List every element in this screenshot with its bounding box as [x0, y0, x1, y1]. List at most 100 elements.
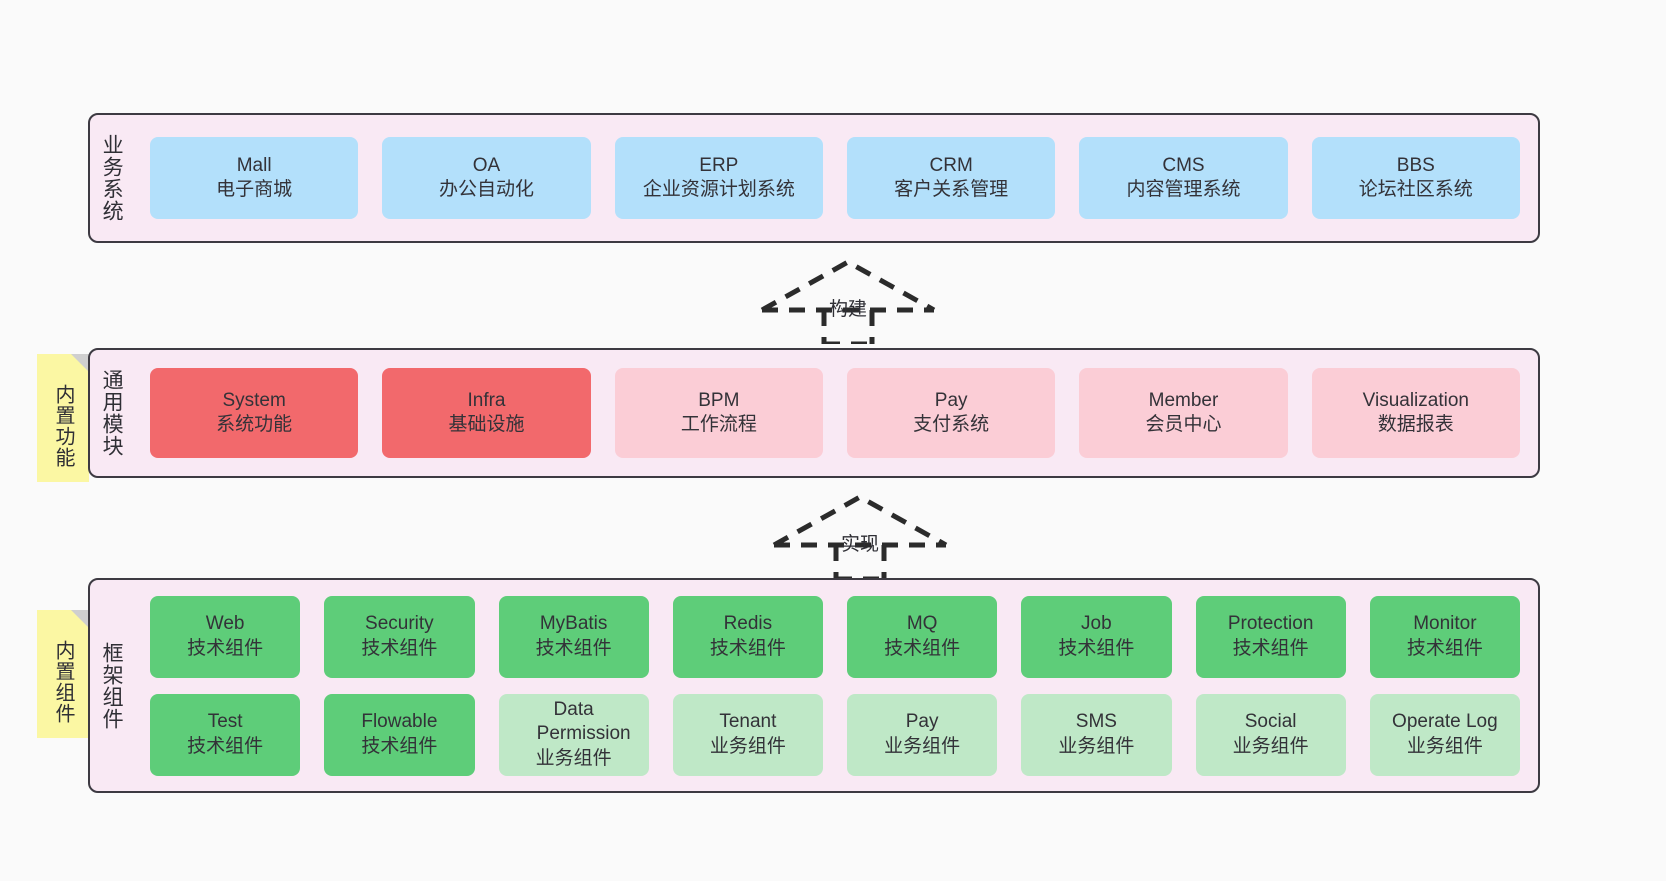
- box-infra-name: Infra: [467, 389, 506, 411]
- box-crm[interactable]: CRM 客户关系管理: [846, 137, 1056, 219]
- box-bbs[interactable]: BBS 论坛社区系统: [1311, 137, 1520, 219]
- box-system[interactable]: System 系统功能: [150, 368, 359, 458]
- box-cms-desc: 内容管理系统: [1126, 179, 1241, 200]
- note-builtin-functions-label: 内置功能: [52, 384, 74, 468]
- box-mall-desc: 电子商城: [216, 179, 293, 200]
- box-web-desc: 技术组件: [187, 637, 264, 659]
- box-bpm-name: BPM: [698, 389, 740, 411]
- box-data-permission[interactable]: Data Permission 业务组件: [498, 693, 649, 776]
- box-redis[interactable]: Redis 技术组件: [672, 595, 823, 678]
- box-visualization-desc: 数据报表: [1377, 414, 1454, 435]
- box-crm-desc: 客户关系管理: [894, 179, 1009, 200]
- connector-implement-label: 实现: [840, 534, 879, 555]
- box-protection-name: Protection: [1227, 613, 1314, 635]
- box-job-name: Job: [1081, 613, 1112, 635]
- box-pay-component-desc: 业务组件: [884, 735, 961, 757]
- box-cms[interactable]: CMS 内容管理系统: [1079, 137, 1288, 219]
- box-oa-name: OA: [472, 154, 501, 176]
- box-infra[interactable]: Infra 基础设施: [382, 368, 591, 458]
- box-protection-desc: 技术组件: [1232, 637, 1309, 659]
- box-oa[interactable]: OA 办公自动化: [382, 137, 591, 219]
- layer-business-system-body: Mall 电子商城 OA 办公自动化 ERP 企业资源计划系统 CRM 客户关系…: [132, 115, 1538, 241]
- box-monitor[interactable]: Monitor 技术组件: [1369, 595, 1520, 678]
- layer-general-modules: 通用模块 System 系统功能 Infra 基础设施 BPM 工作流程 Pay…: [88, 348, 1540, 478]
- box-security-desc: 技术组件: [361, 637, 438, 659]
- note-builtin-components: 内置组件: [37, 610, 89, 738]
- connector-implement-arrow-icon: [772, 494, 948, 582]
- box-pay-module-desc: 支付系统: [913, 414, 990, 435]
- layer-business-system: 业务系统 Mall 电子商城 OA 办公自动化 ERP 企业资源计划系统 CRM…: [88, 113, 1540, 243]
- box-cms-name: CMS: [1162, 154, 1205, 176]
- box-flowable-name: Flowable: [361, 711, 438, 733]
- box-operate-log-desc: 业务组件: [1406, 735, 1483, 757]
- box-tenant[interactable]: Tenant 业务组件: [672, 693, 823, 776]
- box-mq[interactable]: MQ 技术组件: [847, 595, 998, 678]
- box-operate-log[interactable]: Operate Log 业务组件: [1369, 693, 1520, 776]
- box-security-name: Security: [365, 613, 434, 635]
- box-monitor-name: Monitor: [1413, 613, 1477, 635]
- box-mall[interactable]: Mall 电子商城: [150, 137, 359, 219]
- box-sms-desc: 业务组件: [1058, 735, 1135, 757]
- layer-general-modules-body: System 系统功能 Infra 基础设施 BPM 工作流程 Pay 支付系统…: [132, 350, 1538, 476]
- note-fold-corner-icon: [71, 610, 89, 628]
- box-operate-log-name: Operate Log: [1392, 711, 1498, 733]
- box-bbs-name: BBS: [1396, 154, 1435, 176]
- box-redis-desc: 技术组件: [709, 637, 786, 659]
- box-bbs-desc: 论坛社区系统: [1358, 179, 1473, 200]
- framework-row-technical: Web 技术组件 Security 技术组件 MyBatis 技术组件 Redi…: [138, 595, 1532, 678]
- box-security[interactable]: Security 技术组件: [324, 595, 475, 678]
- box-mybatis[interactable]: MyBatis 技术组件: [498, 595, 649, 678]
- box-data-permission-name: Data Permission: [536, 699, 631, 745]
- box-monitor-desc: 技术组件: [1406, 637, 1483, 659]
- connector-implement: 实现: [770, 493, 950, 582]
- box-mall-name: Mall: [236, 154, 272, 176]
- box-oa-desc: 办公自动化: [438, 179, 534, 200]
- connector-build-label: 构建: [828, 299, 867, 320]
- box-system-desc: 系统功能: [216, 414, 293, 435]
- box-erp[interactable]: ERP 企业资源计划系统: [614, 137, 823, 219]
- box-pay-module-name: Pay: [934, 389, 968, 411]
- box-member-desc: 会员中心: [1145, 414, 1222, 435]
- box-job[interactable]: Job 技术组件: [1021, 595, 1172, 678]
- box-mybatis-desc: 技术组件: [535, 637, 612, 659]
- box-social-desc: 业务组件: [1232, 735, 1309, 757]
- box-web-name: Web: [205, 613, 245, 635]
- box-erp-desc: 企业资源计划系统: [642, 179, 795, 200]
- box-erp-name: ERP: [699, 154, 739, 176]
- box-social[interactable]: Social 业务组件: [1195, 693, 1346, 776]
- layer-framework-components-title: 框架组件: [100, 641, 124, 730]
- box-visualization[interactable]: Visualization 数据报表: [1311, 368, 1520, 458]
- box-flowable-desc: 技术组件: [361, 735, 438, 757]
- note-fold-corner-icon: [71, 354, 89, 372]
- box-mybatis-name: MyBatis: [539, 613, 608, 635]
- box-job-desc: 技术组件: [1058, 637, 1135, 659]
- layer-framework-components-body: Web 技术组件 Security 技术组件 MyBatis 技术组件 Redi…: [132, 580, 1538, 791]
- box-member[interactable]: Member 会员中心: [1079, 368, 1288, 458]
- box-protection[interactable]: Protection 技术组件: [1195, 595, 1346, 678]
- box-data-permission-desc: 业务组件: [535, 747, 612, 769]
- box-redis-name: Redis: [723, 613, 773, 635]
- box-mq-name: MQ: [906, 613, 938, 635]
- box-bpm[interactable]: BPM 工作流程: [614, 368, 823, 458]
- box-sms[interactable]: SMS 业务组件: [1021, 693, 1172, 776]
- box-flowable[interactable]: Flowable 技术组件: [324, 693, 475, 776]
- box-pay-component-name: Pay: [905, 711, 939, 733]
- box-bpm-desc: 工作流程: [680, 414, 757, 435]
- box-test-desc: 技术组件: [187, 735, 264, 757]
- box-sms-name: SMS: [1075, 711, 1117, 733]
- layer-framework-components: 框架组件 Web 技术组件 Security 技术组件 MyBatis 技术组件…: [88, 578, 1540, 793]
- box-social-name: Social: [1244, 711, 1297, 733]
- box-visualization-name: Visualization: [1362, 389, 1469, 411]
- box-pay-component[interactable]: Pay 业务组件: [847, 693, 998, 776]
- box-test[interactable]: Test 技术组件: [150, 693, 301, 776]
- note-builtin-components-label: 内置组件: [52, 640, 74, 724]
- box-tenant-name: Tenant: [719, 711, 777, 733]
- box-system-name: System: [222, 389, 286, 411]
- box-member-name: Member: [1148, 389, 1219, 411]
- layer-business-system-title: 业务系统: [100, 134, 124, 222]
- box-web[interactable]: Web 技术组件: [150, 595, 301, 678]
- box-crm-name: CRM: [929, 154, 973, 176]
- box-pay-module[interactable]: Pay 支付系统: [846, 368, 1056, 458]
- layer-general-modules-title: 通用模块: [100, 369, 124, 457]
